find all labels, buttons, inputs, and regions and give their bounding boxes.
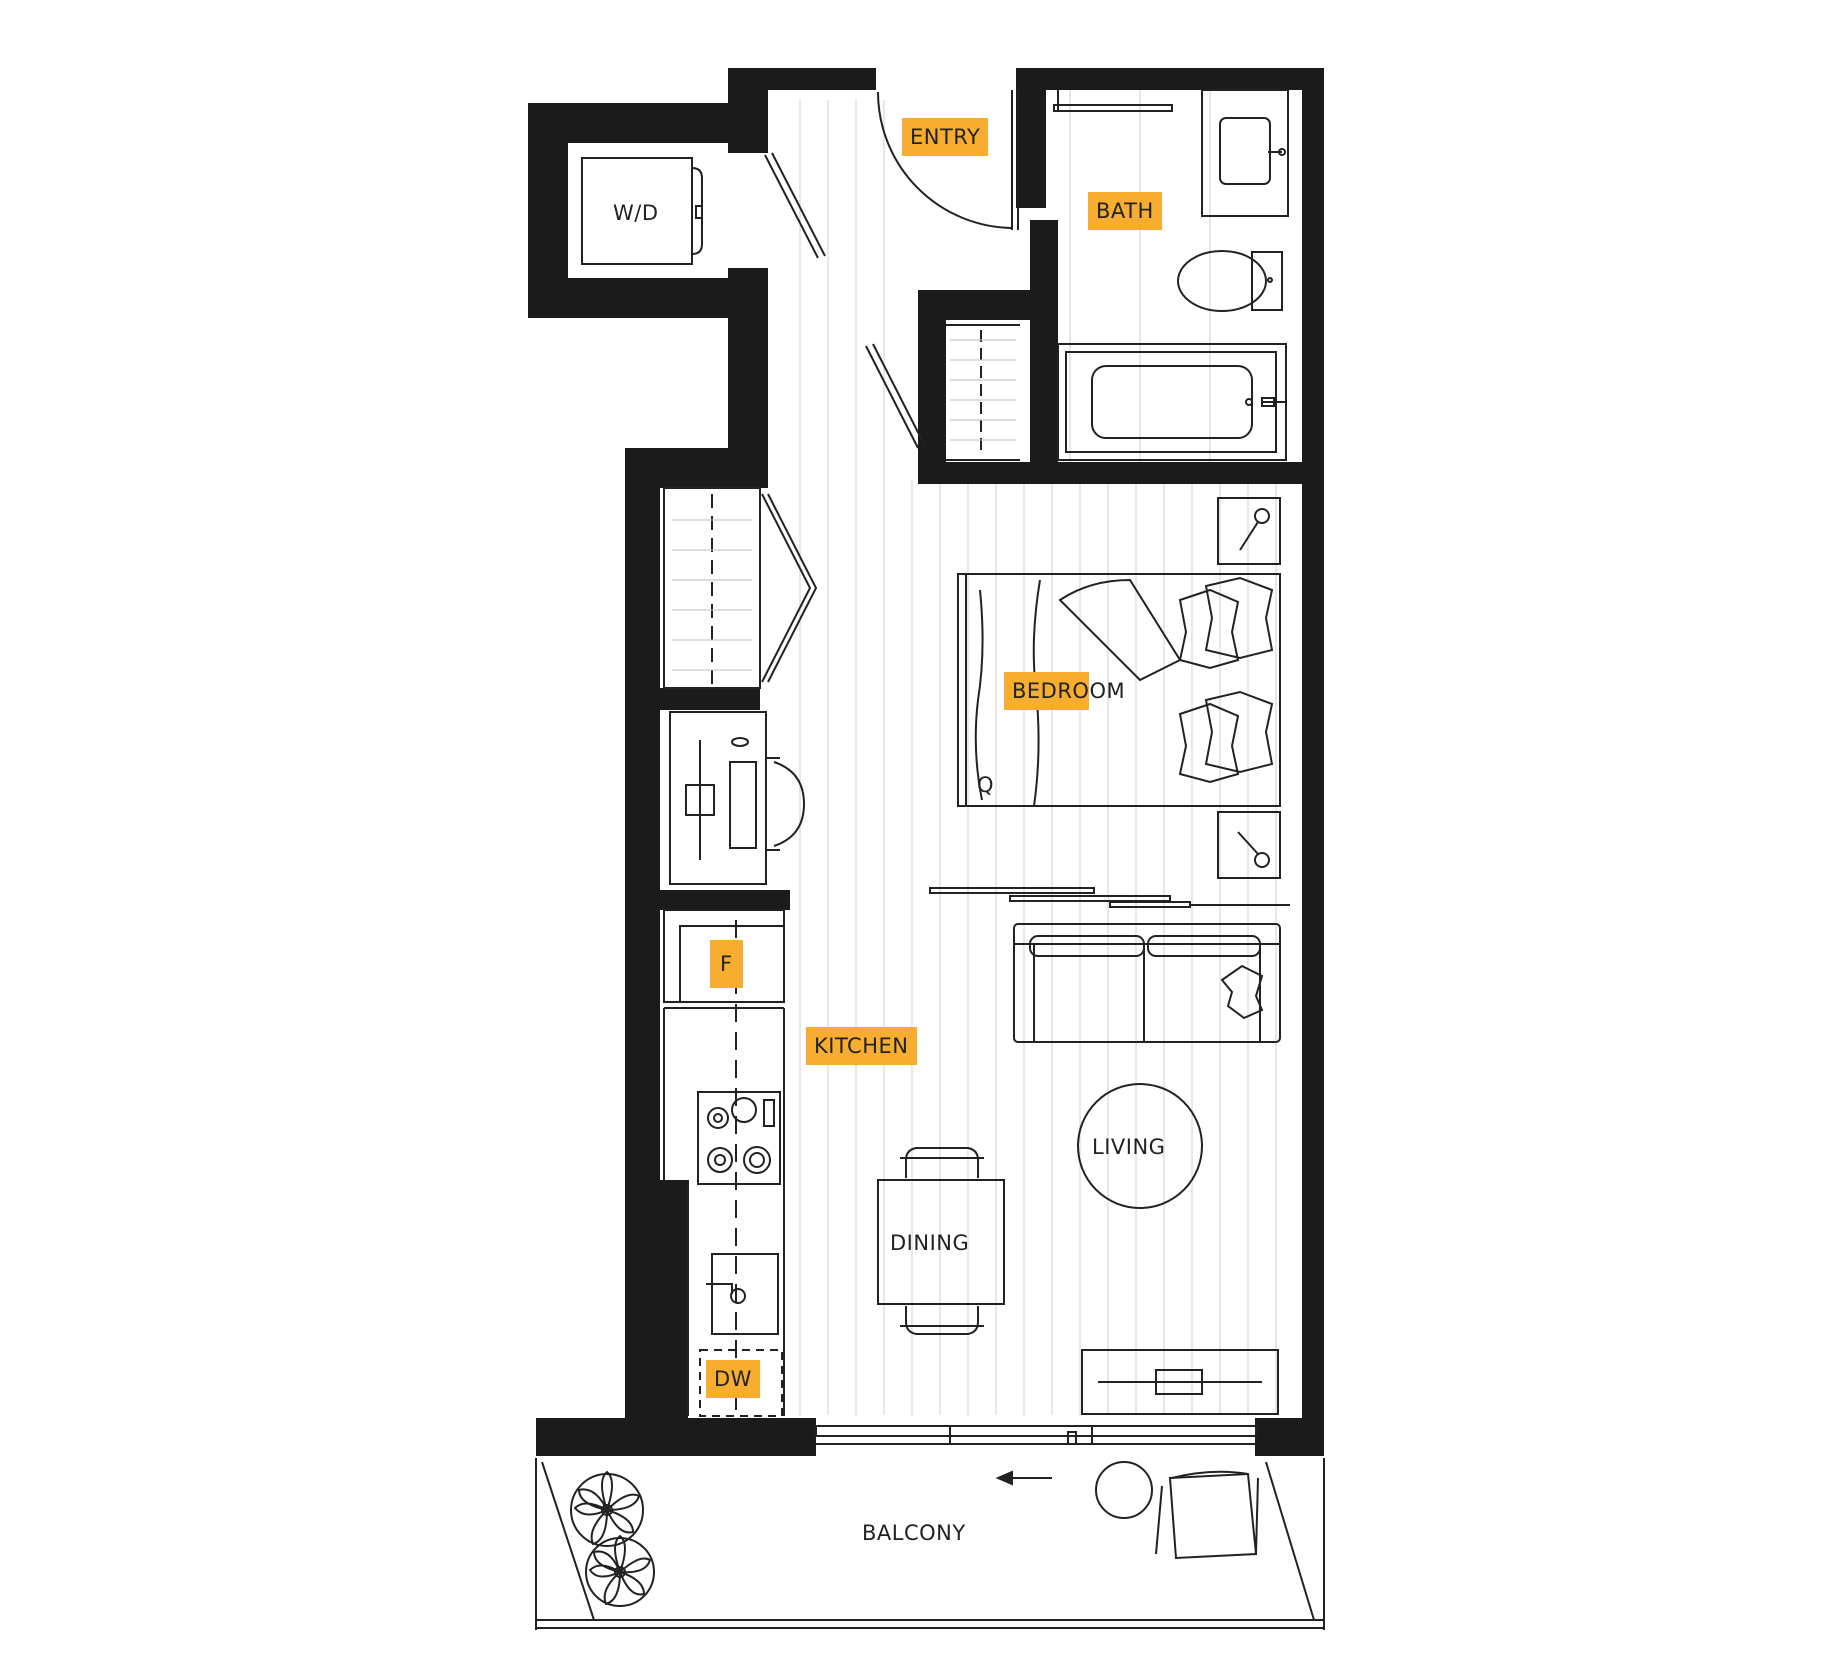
kitchen-counter xyxy=(663,909,785,1417)
walls xyxy=(528,68,1324,1456)
queen-bed xyxy=(957,497,1281,879)
balcony-label: BALCONY xyxy=(862,1521,966,1545)
sliding-partition xyxy=(929,887,1290,908)
bedroom-label: BEDROOM xyxy=(1004,672,1125,710)
living-table xyxy=(1077,1083,1203,1209)
balcony-furniture xyxy=(1095,1461,1259,1560)
bath-label: BATH xyxy=(1088,192,1162,230)
plant-icon xyxy=(570,1470,644,1547)
laundry-door-icon xyxy=(764,152,826,259)
plant-icon xyxy=(585,1534,655,1607)
bed-size-label: Q xyxy=(977,773,995,797)
balcony-outline xyxy=(535,1458,1325,1630)
slide-arrow-icon xyxy=(995,1470,1052,1486)
bath-fixtures xyxy=(1053,89,1289,461)
wardrobe-closet xyxy=(663,487,818,689)
balcony-door xyxy=(815,1425,1257,1445)
bedroom-label-highlight: BEDRO xyxy=(1004,672,1090,710)
sofa xyxy=(1013,923,1281,1043)
washer-dryer-label: W/D xyxy=(613,201,659,225)
entry-door-icon xyxy=(877,90,1019,230)
bedroom-label-rest: OM xyxy=(1089,679,1126,703)
desk xyxy=(669,711,806,885)
media-console xyxy=(1081,1349,1279,1415)
linen-closet xyxy=(865,324,1020,461)
dishwasher-label: DW xyxy=(706,1360,760,1398)
kitchen-label: KITCHEN xyxy=(806,1027,917,1065)
dining-label: DINING xyxy=(890,1231,970,1255)
wood-flooring xyxy=(799,90,1305,1415)
fridge-label: F xyxy=(710,940,743,988)
living-label: LIVING xyxy=(1092,1135,1166,1159)
washer-dryer xyxy=(581,157,703,265)
entry-label: ENTRY xyxy=(902,118,989,156)
dining-table xyxy=(877,1147,1005,1335)
